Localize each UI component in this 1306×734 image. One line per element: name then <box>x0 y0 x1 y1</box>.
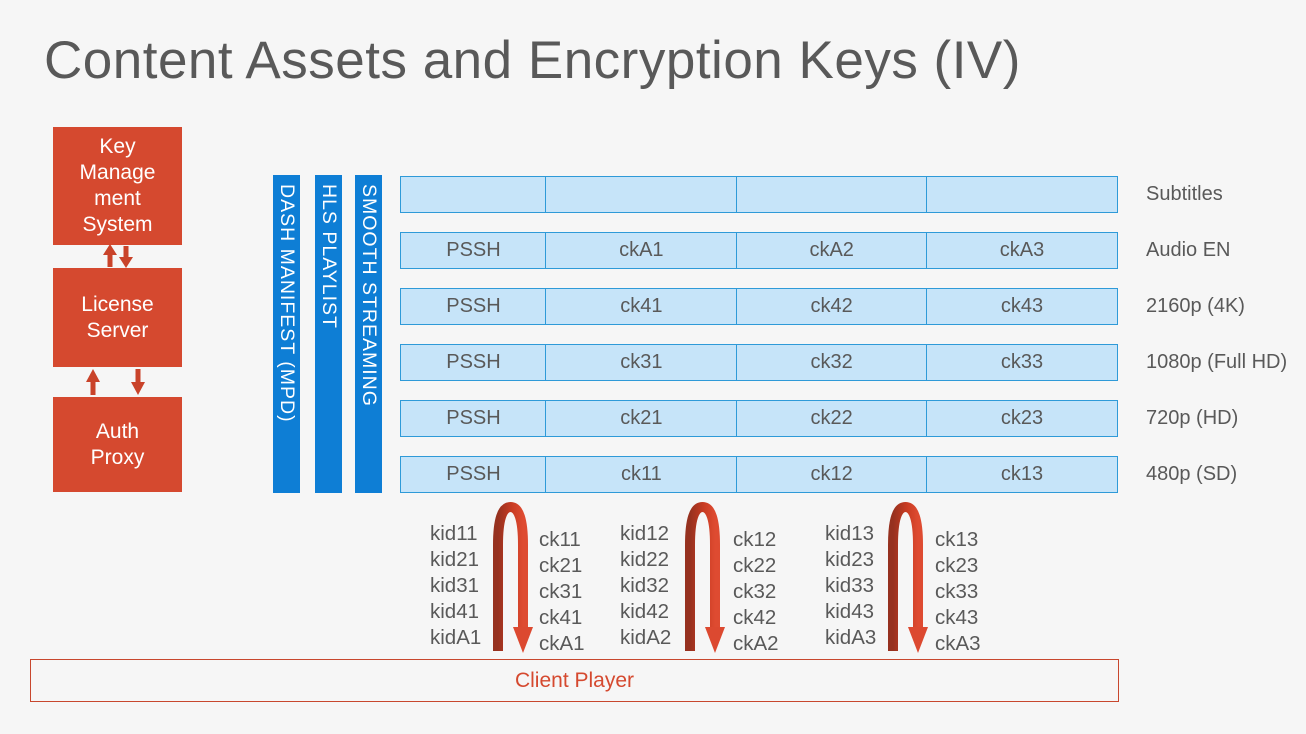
kid-item: kidA1 <box>430 626 482 649</box>
asset-cell: ck41 <box>545 288 738 325</box>
key-mapping-arc-arrow <box>685 501 725 653</box>
row-label-subtitles: Subtitles <box>1146 183 1223 205</box>
asset-cell: ck42 <box>735 288 928 325</box>
license-server-box: License Server <box>53 268 182 367</box>
asset-row-480p: PSSH ck11 ck12 ck13 <box>400 456 1118 493</box>
ck-item: ck13 <box>935 528 979 551</box>
asset-cell: PSSH <box>400 344 547 381</box>
hls-playlist-label: HLS PLAYLIST <box>318 184 340 329</box>
kid-item: kid42 <box>620 600 670 623</box>
kid-item: kid32 <box>620 574 670 597</box>
kid-list-3: kid13 kid23 kid33 kid43 kidA3 <box>825 521 876 651</box>
asset-cell: PSSH <box>400 288 547 325</box>
key-mapping-arc-arrow <box>493 501 533 653</box>
ck-item: ck22 <box>733 554 777 577</box>
ck-item: ck43 <box>935 606 979 629</box>
asset-cell: ck31 <box>545 344 738 381</box>
asset-cell: PSSH <box>400 232 547 269</box>
kid-item: kid12 <box>620 522 670 545</box>
client-player-box: Client Player <box>30 659 1119 702</box>
asset-cell: PSSH <box>400 456 547 493</box>
slide-title: Content Assets and Encryption Keys (IV) <box>44 31 1021 90</box>
up-arrow-icon <box>103 244 117 267</box>
down-arrow-icon <box>131 369 145 395</box>
kid-item: kid23 <box>825 548 875 571</box>
ck-item: ck12 <box>733 528 777 551</box>
asset-cell: ck21 <box>545 400 738 437</box>
smooth-streaming-bar: SMOOTH STREAMING <box>355 175 382 493</box>
ck-item: ckA2 <box>733 632 779 655</box>
asset-row-720p: PSSH ck21 ck22 ck23 <box>400 400 1118 437</box>
ck-item: ck21 <box>539 554 583 577</box>
license-server-label: License Server <box>81 292 154 342</box>
smooth-streaming-label: SMOOTH STREAMING <box>358 184 380 407</box>
key-management-system-box: Key Manage ment System <box>53 127 182 245</box>
hls-playlist-bar: HLS PLAYLIST <box>315 175 342 493</box>
asset-cell: ckA3 <box>926 232 1118 269</box>
kid-item: kid22 <box>620 548 670 571</box>
kid-item: kid31 <box>430 574 480 597</box>
asset-cell <box>400 176 547 213</box>
row-label-2160p: 2160p (4K) <box>1146 295 1245 317</box>
ck-item: ck23 <box>935 554 979 577</box>
ck-item: ck41 <box>539 606 583 629</box>
key-management-system-label: Key Manage ment System <box>79 135 156 236</box>
ck-list-3: ck13 ck23 ck33 ck43 ckA3 <box>935 527 981 657</box>
asset-cell <box>926 176 1118 213</box>
kid-item: kid21 <box>430 548 480 571</box>
ck-list-1: ck11 ck21 ck31 ck41 ckA1 <box>539 527 585 657</box>
ck-item: ckA3 <box>935 632 981 655</box>
asset-row-audio-en: PSSH ckA1 ckA2 ckA3 <box>400 232 1118 269</box>
asset-cell <box>545 176 738 213</box>
kid-item: kidA2 <box>620 626 672 649</box>
kid-item: kid43 <box>825 600 875 623</box>
asset-cell: ck12 <box>735 456 928 493</box>
row-label-480p: 480p (SD) <box>1146 463 1238 485</box>
dash-manifest-bar: DASH MANIFEST (MPD) <box>273 175 300 493</box>
down-arrow-icon <box>119 246 133 268</box>
asset-cell: ck33 <box>926 344 1118 381</box>
kid-list-2: kid12 kid22 kid32 kid42 kidA2 <box>620 521 671 651</box>
kid-list-1: kid11 kid21 kid31 kid41 kidA1 <box>430 521 481 651</box>
asset-row-2160p: PSSH ck41 ck42 ck43 <box>400 288 1118 325</box>
asset-cell: ck43 <box>926 288 1118 325</box>
ck-list-2: ck12 ck22 ck32 ck42 ckA2 <box>733 527 779 657</box>
kid-item: kid41 <box>430 600 480 623</box>
up-arrow-icon <box>86 369 100 395</box>
asset-cell: ck11 <box>545 456 738 493</box>
ck-item: ck33 <box>935 580 979 603</box>
asset-row-subtitles <box>400 176 1118 213</box>
ck-item: ck42 <box>733 606 777 629</box>
kid-item: kid11 <box>430 522 478 545</box>
asset-cell: ck23 <box>926 400 1118 437</box>
auth-proxy-label: Auth Proxy <box>90 419 145 469</box>
client-player-label: Client Player <box>514 668 635 692</box>
ck-item: ck31 <box>539 580 583 603</box>
ck-item: ck32 <box>733 580 777 603</box>
row-label-720p: 720p (HD) <box>1146 407 1239 429</box>
asset-cell: ckA1 <box>545 232 738 269</box>
ck-item: ck11 <box>539 528 581 551</box>
dash-manifest-label: DASH MANIFEST (MPD) <box>276 184 298 423</box>
key-mapping-arc-arrow <box>888 501 928 653</box>
asset-cell: ck32 <box>735 344 928 381</box>
asset-cell: ck22 <box>735 400 928 437</box>
asset-row-1080p: PSSH ck31 ck32 ck33 <box>400 344 1118 381</box>
row-label-audio-en: Audio EN <box>1146 239 1231 261</box>
auth-proxy-box: Auth Proxy <box>53 397 182 492</box>
kid-item: kid33 <box>825 574 875 597</box>
asset-cell <box>735 176 928 213</box>
ck-item: ckA1 <box>539 632 585 655</box>
asset-cell: ck13 <box>926 456 1118 493</box>
asset-cell: PSSH <box>400 400 547 437</box>
kid-item: kid13 <box>825 522 875 545</box>
kid-item: kidA3 <box>825 626 877 649</box>
asset-cell: ckA2 <box>735 232 928 269</box>
row-label-1080p: 1080p (Full HD) <box>1146 351 1288 373</box>
